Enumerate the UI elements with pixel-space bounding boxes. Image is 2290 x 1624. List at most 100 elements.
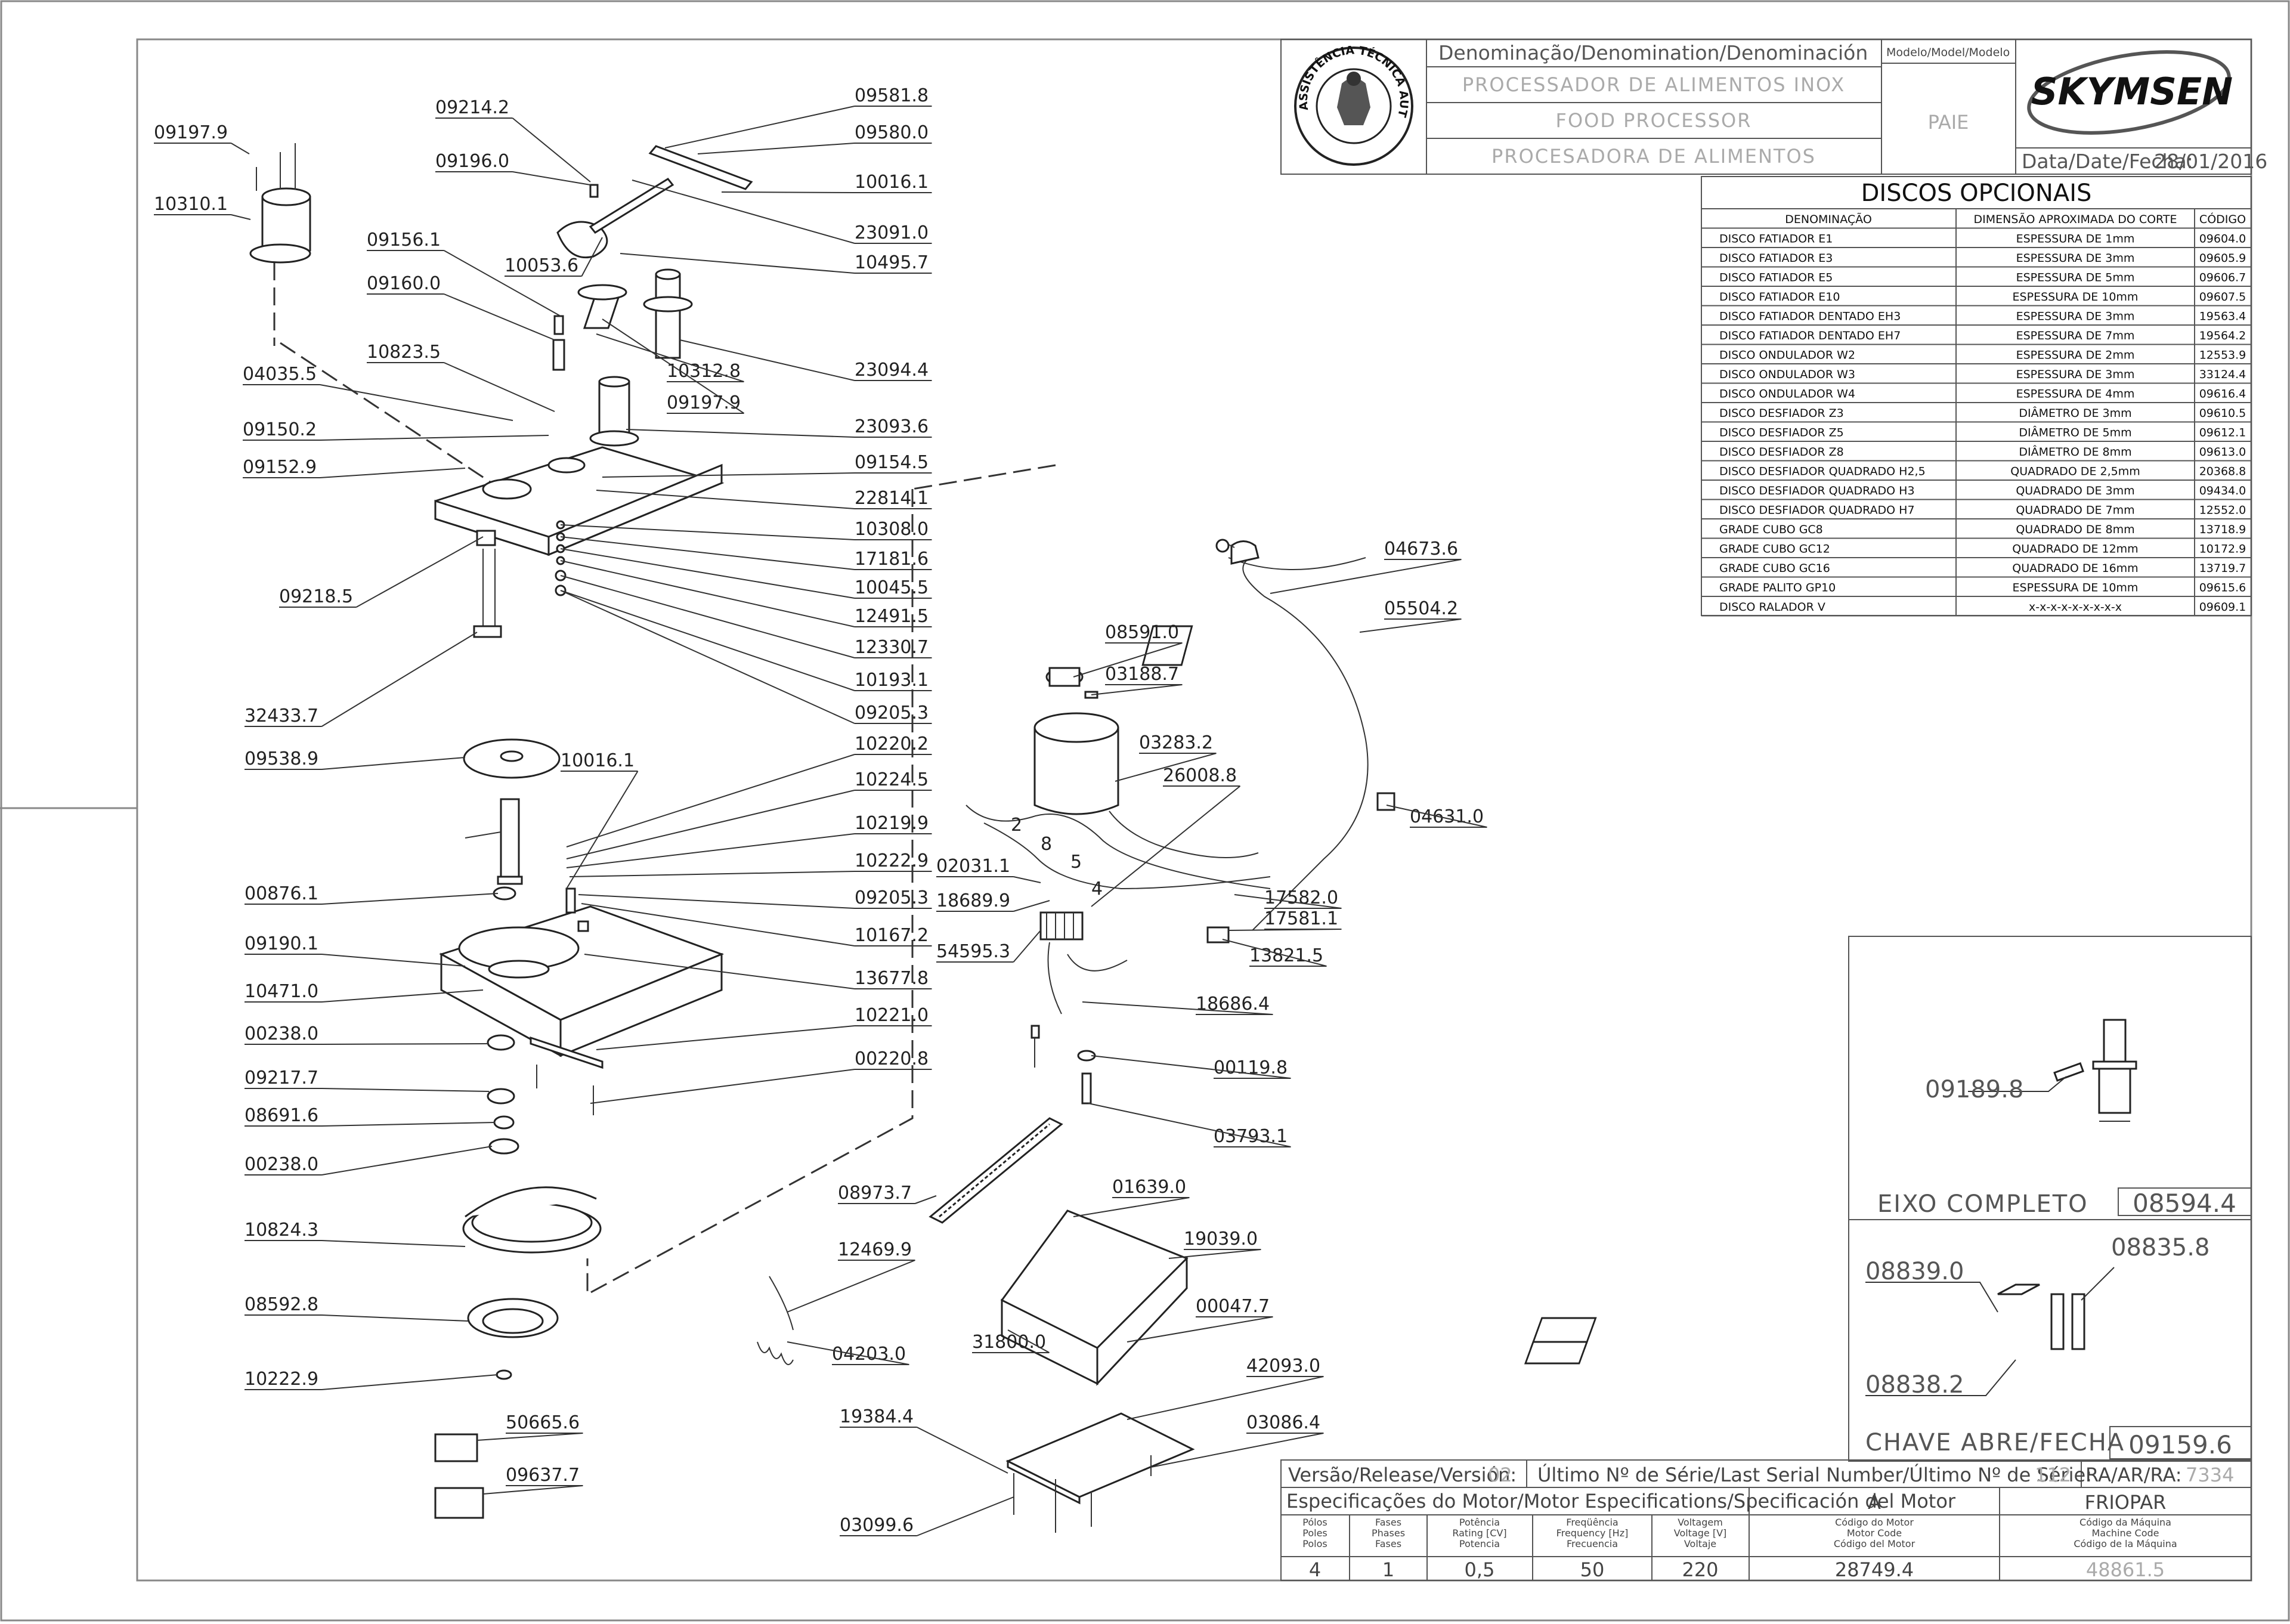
part-label: 17581.1 — [1264, 908, 1338, 929]
part-label: 09196.0 — [435, 151, 509, 172]
sub-assembly-panel: 09189.8 EIXO COMPLETO 08594.4 08839.0 08… — [1524, 936, 2252, 1462]
disc-cut-dimension: DIÂMETRO DE 8mm — [2019, 445, 2131, 459]
part-label: 04035.5 — [243, 364, 317, 385]
disc-name: DISCO ONDULADOR W3 — [1719, 368, 1855, 381]
disc-cut-dimension: ESPESSURA DE 5mm — [2016, 271, 2135, 284]
part-label: 09580.0 — [855, 122, 929, 143]
motor-maker: FRIOPAR — [2085, 1491, 2167, 1514]
upper-lid-assembly — [249, 143, 753, 638]
sheet-drawing-border — [136, 38, 2252, 1582]
disc-name: DISCO DESFIADOR Z8 — [1719, 446, 1844, 459]
disc-code: 10172.9 — [2199, 543, 2246, 556]
part-label: 10310.1 — [154, 194, 228, 215]
part-label: 10308.0 — [855, 519, 929, 540]
motor-spec-value: 220 — [1682, 1558, 1718, 1581]
part-label: 00876.1 — [245, 883, 318, 904]
motor-spec-value: 0,5 — [1465, 1558, 1495, 1581]
disc-cut-dimension: QUADRADO DE 2,5mm — [2010, 465, 2140, 478]
date-label: Data/Date/Fecha: — [2022, 150, 2193, 173]
denomination-header: Denominação/Denomination/Denominación — [1438, 41, 1868, 64]
motor-spec-value: 1 — [1382, 1558, 1394, 1581]
part-label: 03086.4 — [1246, 1412, 1320, 1433]
part-label: 05504.2 — [1384, 598, 1458, 619]
disc-cut-dimension: ESPESSURA DE 10mm — [2013, 581, 2139, 595]
svg-text:SKYMSEN: SKYMSEN — [2031, 70, 2233, 113]
disc-code: 09607.5 — [2199, 290, 2246, 304]
disc-cut-dimension: DIÂMETRO DE 5mm — [2019, 426, 2131, 440]
part-label: 10222.9 — [245, 1369, 318, 1390]
disc-code: 09434.0 — [2199, 484, 2246, 497]
name-portuguese: PROCESSADOR DE ALIMENTOS INOX — [1462, 73, 1845, 96]
disc-name: DISCO ONDULADOR W4 — [1719, 388, 1855, 401]
part-label: 09189.8 — [1925, 1076, 2023, 1103]
part-label: 10312.8 — [667, 361, 741, 382]
motor-spec-value: 28749.4 — [1835, 1558, 1914, 1581]
title-block: ASSISTÊNCIA TÉCNICA AUTORIZADA Denominaç… — [0, 0, 2267, 175]
part-label: 09581.8 — [855, 85, 929, 106]
part-label: 26008.8 — [1163, 765, 1237, 786]
motor-spec-header: Freqüência — [1566, 1517, 1618, 1528]
wire-number: 4 — [1091, 878, 1103, 899]
part-label: 09538.9 — [245, 748, 318, 769]
motor-spec-value: 4 — [1309, 1558, 1321, 1581]
part-label: 01639.0 — [1112, 1177, 1186, 1198]
disc-cut-dimension: ESPESSURA DE 3mm — [2016, 252, 2135, 265]
part-label: 10221.0 — [855, 1005, 929, 1026]
motor-spec-header: Fases — [1375, 1517, 1401, 1528]
wire-number: 5 — [1070, 852, 1082, 873]
motor-spec-block: Versão/Release/Versión: 02 Último Nº de … — [1280, 1459, 2252, 1581]
part-label: 09156.1 — [367, 230, 441, 250]
disc-code: 09610.5 — [2199, 407, 2246, 420]
part-label: 08691.6 — [245, 1105, 318, 1126]
disc-cut-dimension: ESPESSURA DE 2mm — [2016, 349, 2135, 362]
part-label: 09154.5 — [855, 452, 929, 473]
switch-code: 09159.6 — [2128, 1430, 2232, 1459]
part-label: 09205.3 — [855, 887, 929, 908]
disc-cut-dimension: x-x-x-x-x-x-x-x-x — [2029, 601, 2122, 614]
part-label: 02031.1 — [936, 856, 1010, 877]
part-label: 10471.0 — [245, 981, 318, 1002]
disc-cut-dimension: ESPESSURA DE 10mm — [2013, 290, 2139, 304]
motor-spec-header: Código do Motor — [1835, 1517, 1914, 1528]
disc-name: DISCO FATIADOR E5 — [1719, 271, 1833, 284]
disc-code: 12552.0 — [2199, 504, 2246, 517]
part-label: 22814.1 — [855, 488, 929, 509]
disc-name: GRADE PALITO GP10 — [1719, 581, 1836, 595]
part-label: 10193.1 — [855, 670, 929, 691]
disc-name: DISCO DESFIADOR QUADRADO H2,5 — [1719, 465, 1926, 478]
part-label: 09197.9 — [667, 392, 741, 413]
base-housing-assembly — [757, 1117, 1195, 1533]
part-label: 03099.6 — [840, 1515, 914, 1536]
disc-code: 09606.7 — [2199, 271, 2246, 284]
disc-name: DISCO ONDULADOR W2 — [1719, 349, 1855, 362]
part-label: 10016.1 — [561, 750, 635, 771]
motor-spec-header: Rating [CV] — [1452, 1527, 1506, 1539]
disc-cut-dimension: ESPESSURA DE 1mm — [2016, 233, 2135, 246]
part-label: 19384.4 — [840, 1406, 914, 1427]
part-label: 10167.2 — [855, 925, 929, 946]
part-label: 17582.0 — [1264, 887, 1338, 908]
assembly-axis-lines — [273, 262, 1056, 1296]
part-label: 08838.2 — [1865, 1371, 1964, 1399]
part-label: 10053.6 — [505, 255, 578, 276]
wire-number: 2 — [1011, 815, 1022, 836]
part-label: 10495.7 — [855, 252, 929, 273]
disc-code: 12553.9 — [2199, 349, 2246, 362]
skymsen-logo: SKYMSEN — [2027, 50, 2233, 135]
part-label: 00119.8 — [1214, 1057, 1288, 1078]
disc-code: 19563.4 — [2199, 310, 2246, 323]
model-value: PAIE — [1928, 111, 1969, 134]
part-label: 10219.9 — [855, 813, 929, 834]
motor-spec-header: Potência — [1459, 1517, 1500, 1528]
part-label: 09160.0 — [367, 273, 441, 294]
discs-table-title: DISCOS OPCIONAIS — [1861, 180, 2092, 207]
disc-code: 09613.0 — [2199, 446, 2246, 459]
disc-cut-dimension: ESPESSURA DE 4mm — [2016, 388, 2135, 401]
name-spanish: PROCESADORA DE ALIMENTOS — [1491, 145, 1816, 168]
motor-spec-header: Voltagem — [1678, 1517, 1723, 1528]
serial-value: 112 — [2035, 1464, 2071, 1486]
part-label: 10045.5 — [855, 577, 929, 598]
disc-code: 20368.8 — [2199, 465, 2246, 478]
